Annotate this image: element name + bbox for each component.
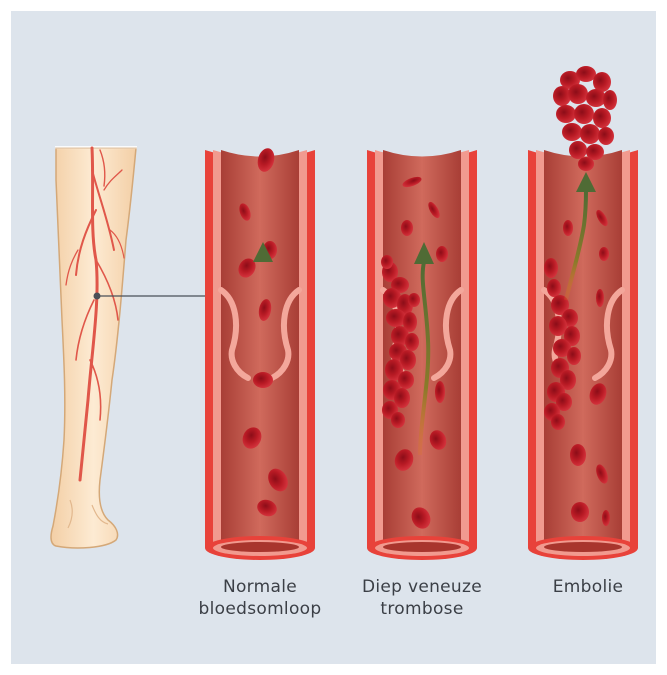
caption-normal-circulation: Normale bloedsomloop: [175, 576, 345, 620]
caption-normal-line2: bloedsomloop: [175, 598, 345, 620]
leg-illustration: [51, 146, 137, 548]
caption-dvt-line2: trombose: [337, 598, 507, 620]
vein-embolism: [528, 66, 638, 560]
caption-embolism: Embolie: [503, 576, 667, 598]
caption-dvt-line1: Diep veneuze: [337, 576, 507, 598]
caption-normal-line1: Normale: [175, 576, 345, 598]
vein-normal: [205, 146, 315, 560]
vein-dvt: [367, 150, 477, 560]
caption-dvt: Diep veneuze trombose: [337, 576, 507, 620]
caption-embolism-line1: Embolie: [503, 576, 667, 598]
